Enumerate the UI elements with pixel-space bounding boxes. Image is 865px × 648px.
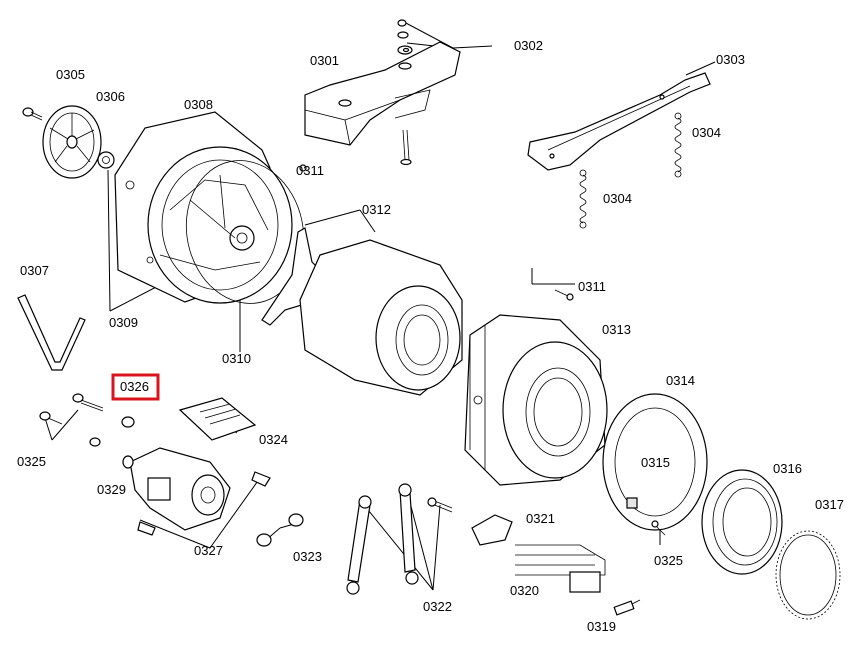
part-label: 0304: [603, 191, 632, 206]
part-label: 0320: [510, 583, 539, 598]
part-label: 0329: [97, 482, 126, 497]
part-label: 0310: [222, 351, 251, 366]
part-label: 0311: [578, 279, 606, 294]
part-label: 0306: [96, 89, 125, 104]
part-label: 0302: [514, 38, 543, 53]
part-0312-drum: [261, 227, 463, 396]
part-label: 0325: [654, 553, 683, 568]
part-0313-front-tub: [464, 314, 608, 486]
part-label: 0312: [362, 202, 391, 217]
part-0325-screws: [39, 393, 666, 536]
part-label: 0309: [109, 315, 138, 330]
part-label: 0314: [666, 373, 695, 388]
part-label: 0325: [17, 454, 46, 469]
part-label: 0322: [423, 599, 452, 614]
part-label: 0304: [692, 125, 721, 140]
part-0317-clamp-ring: [775, 530, 841, 620]
part-0304-springs: [579, 112, 682, 229]
part-label: 0311: [296, 163, 324, 178]
part-0303-bracket: [527, 72, 711, 171]
part-0311-screws: [299, 164, 574, 301]
part-label: 0308: [184, 97, 213, 112]
part-label: 0317: [815, 497, 844, 512]
part-label: 0307: [20, 263, 49, 278]
part-0323-bushings: [256, 513, 304, 547]
part-0321-bracket: [471, 514, 513, 546]
part-labels: 0301 0302 0303 0304 0304 0305 0306 0307 0308 0309…: [17, 38, 844, 634]
part-0308-rear-tub: [114, 111, 293, 304]
part-label: 0305: [56, 67, 85, 82]
part-0327-clips: [137, 471, 271, 536]
part-0310-gasket: [185, 160, 305, 304]
part-0314-front-ring: [602, 393, 708, 531]
part-0306-pulley: [42, 105, 115, 179]
part-label: 0323: [293, 549, 322, 564]
highlight-box: [111, 373, 160, 401]
part-0301-counterweight: [304, 41, 461, 166]
part-label: 0313: [602, 322, 631, 337]
part-0307-belt: [17, 294, 86, 371]
part-0320-heater: [515, 544, 606, 593]
part-label: 0319: [587, 619, 616, 634]
part-label: 0326: [120, 379, 149, 394]
part-0305-bolt: [22, 107, 43, 121]
part-label: 0321: [526, 511, 555, 526]
part-label: 0324: [259, 432, 288, 447]
part-label: 0301: [310, 53, 339, 68]
part-label: 0315: [641, 455, 670, 470]
part-label: 0303: [716, 52, 745, 67]
part-0322-shock-absorbers: [346, 483, 453, 595]
part-0324-document: [178, 397, 257, 441]
part-0302-washers: [397, 19, 413, 55]
part-0316-door-seal: [701, 469, 783, 575]
part-0319-sensor: [613, 599, 641, 616]
part-0326-fastener: [89, 416, 135, 447]
part-label: 0327: [194, 543, 223, 558]
part-0329-drain-pump: [122, 447, 231, 531]
part-label: 0316: [773, 461, 802, 476]
